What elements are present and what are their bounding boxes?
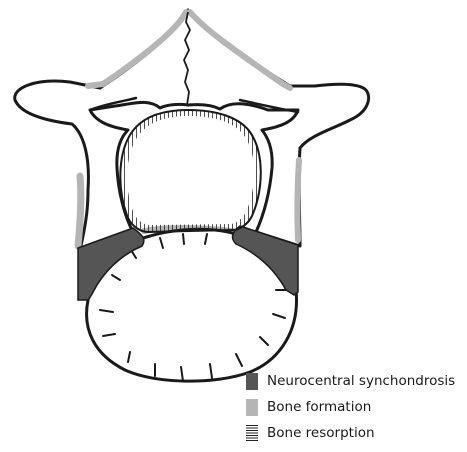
bone-formation-swatch [246,399,258,416]
bone-resorption-swatch [246,425,258,442]
legend-label: Bone formation [267,399,371,415]
legend-label: Neurocentral synchondrosis [267,373,455,389]
bone-formation-lateral-left [78,176,81,246]
legend: Neurocentral synchondrosis Bone formatio… [246,368,455,446]
legend-label: Bone resorption [267,425,375,441]
legend-item-synchondrosis: Neurocentral synchondrosis [246,368,455,394]
synchondrosis-swatch [246,373,258,390]
spinal-canal [127,116,254,225]
legend-item-bone-formation: Bone formation [246,394,455,420]
legend-item-bone-resorption: Bone resorption [246,420,455,446]
bone-formation-lateral-right [297,160,299,240]
